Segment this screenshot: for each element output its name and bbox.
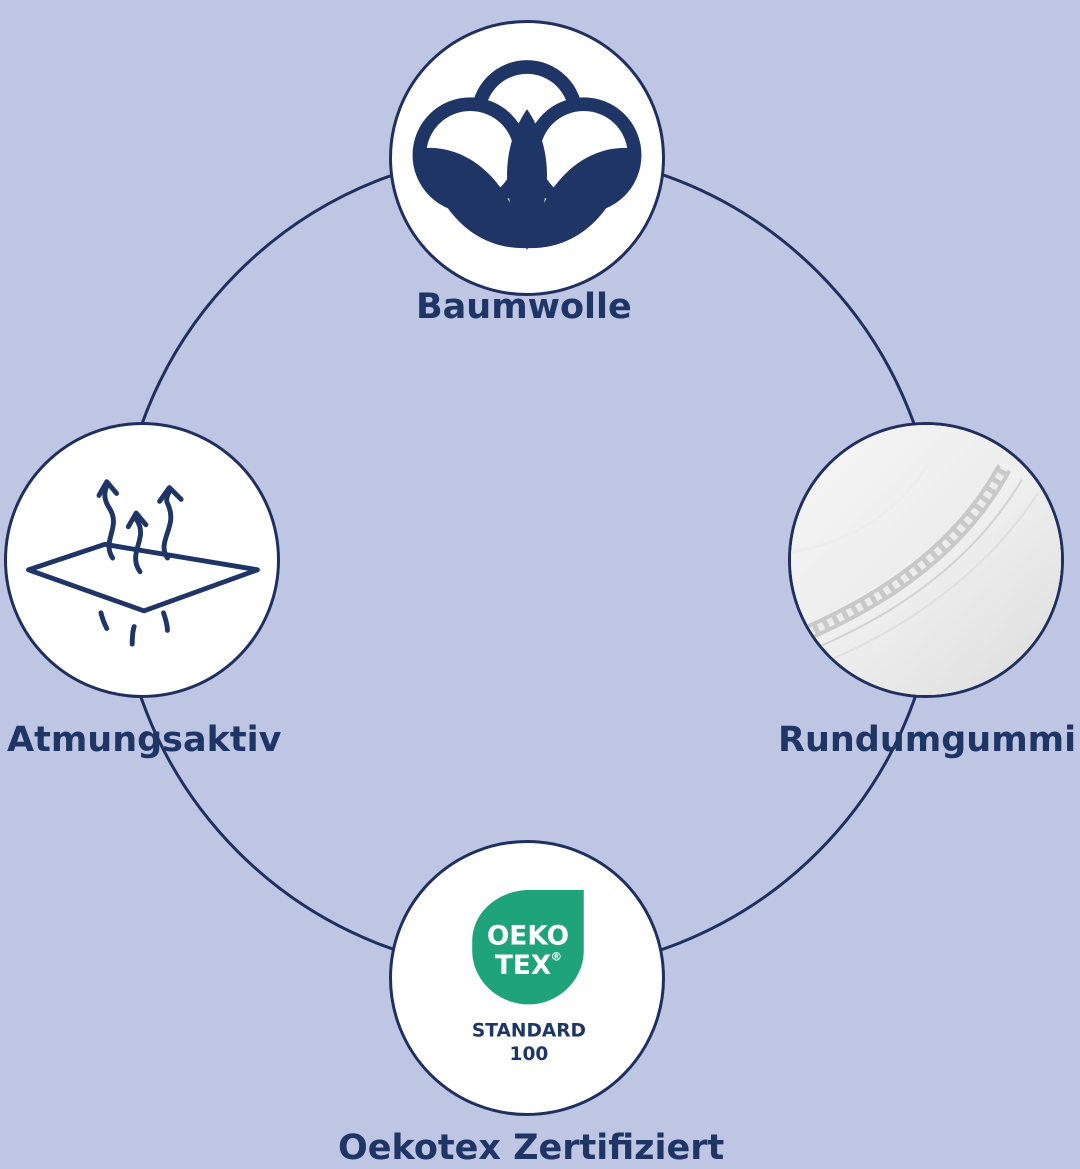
cotton-flower-icon — [412, 60, 642, 250]
elastic-badge — [788, 422, 1064, 698]
oeko-standard: STANDARD — [472, 1021, 586, 1042]
oeko-tex-logo: OEKO TEX ® STANDARD 100 — [472, 889, 586, 1065]
breathable-label: Atmungsaktiv — [7, 720, 282, 760]
oeko-line2: TEX — [495, 950, 551, 981]
cotton-label: Baumwolle — [416, 287, 632, 327]
oeko-number: 100 — [510, 1044, 549, 1065]
oeko-registered-mark: ® — [550, 949, 562, 963]
fitted-sheet-elastic-image — [791, 425, 1061, 695]
breathable-membrane-icon — [26, 479, 260, 647]
cotton-badge — [389, 20, 665, 296]
oekotex-label: Oekotex Zertifiziert — [338, 1128, 725, 1168]
oekotex-badge: OEKO TEX ® STANDARD 100 — [389, 840, 665, 1116]
elastic-label: Rundumgummi — [778, 720, 1077, 760]
oeko-line1: OEKO — [487, 921, 569, 952]
breathable-badge — [4, 422, 280, 698]
